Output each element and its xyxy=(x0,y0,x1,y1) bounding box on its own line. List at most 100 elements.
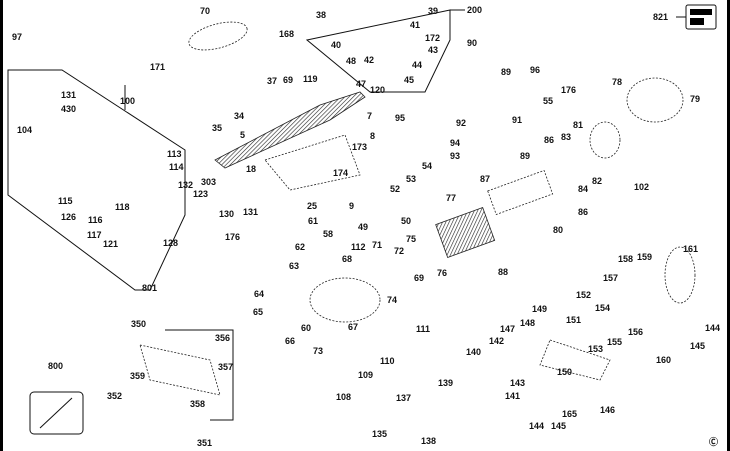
callout-801: 801 xyxy=(142,283,157,293)
callout-41: 41 xyxy=(410,20,420,30)
tool-inset-shape xyxy=(39,397,73,429)
part-handle xyxy=(188,21,248,51)
callout-8: 8 xyxy=(370,131,375,141)
callout-158: 158 xyxy=(618,254,633,264)
callout-74: 74 xyxy=(387,295,397,305)
callout-117: 117 xyxy=(87,230,102,240)
callout-7: 7 xyxy=(367,111,372,121)
callout-93: 93 xyxy=(450,151,460,161)
callout-63: 63 xyxy=(289,261,299,271)
callout-123: 123 xyxy=(193,189,208,199)
callout-39: 39 xyxy=(428,6,438,16)
callout-145: 145 xyxy=(690,341,705,351)
callout-116: 116 xyxy=(88,215,103,225)
callout-115: 115 xyxy=(58,196,73,206)
callout-131b: 131 xyxy=(243,207,258,217)
assembly-800-inset xyxy=(29,391,84,435)
callout-119: 119 xyxy=(303,74,318,84)
callout-40: 40 xyxy=(331,40,341,50)
callout-147: 147 xyxy=(500,324,515,334)
callout-176: 176 xyxy=(561,85,576,95)
callout-359: 359 xyxy=(130,371,145,381)
callout-138: 138 xyxy=(421,436,436,446)
callout-80: 80 xyxy=(553,225,563,235)
callout-76: 76 xyxy=(437,268,447,278)
callout-65: 65 xyxy=(253,307,263,317)
part-armature xyxy=(435,206,496,258)
callout-44: 44 xyxy=(412,60,422,70)
callout-156: 156 xyxy=(628,327,643,337)
callout-149: 149 xyxy=(532,304,547,314)
part-auxiliary-handle xyxy=(664,246,696,304)
callout-159: 159 xyxy=(637,252,652,262)
callout-84: 84 xyxy=(578,184,588,194)
callout-132: 132 xyxy=(178,180,193,190)
callout-176b: 176 xyxy=(225,232,240,242)
callout-112: 112 xyxy=(351,242,366,252)
callout-96: 96 xyxy=(530,65,540,75)
callout-130: 130 xyxy=(219,209,234,219)
callout-145b: 145 xyxy=(551,421,566,431)
sheet-id-label: 821 xyxy=(653,12,668,22)
callout-42: 42 xyxy=(364,55,374,65)
callout-60: 60 xyxy=(301,323,311,333)
callout-86b: 86 xyxy=(578,207,588,217)
callout-109: 109 xyxy=(358,370,373,380)
callout-61: 61 xyxy=(308,216,318,226)
callout-128: 128 xyxy=(163,238,178,248)
callout-45: 45 xyxy=(404,75,414,85)
callout-68: 68 xyxy=(342,254,352,264)
callout-113: 113 xyxy=(167,149,182,159)
callout-69: 69 xyxy=(283,75,293,85)
callout-171: 171 xyxy=(150,62,165,72)
callout-121: 121 xyxy=(103,239,118,249)
callout-53: 53 xyxy=(406,174,416,184)
callout-200: 200 xyxy=(467,5,482,15)
callout-150: 150 xyxy=(557,367,572,377)
callout-350: 350 xyxy=(131,319,146,329)
callout-89b: 89 xyxy=(520,151,530,161)
callout-135: 135 xyxy=(372,429,387,439)
callout-5: 5 xyxy=(240,130,245,140)
callout-303: 303 xyxy=(201,177,216,187)
callout-79: 79 xyxy=(690,94,700,104)
callout-52: 52 xyxy=(390,184,400,194)
callout-43: 43 xyxy=(428,45,438,55)
callout-161: 161 xyxy=(683,244,698,254)
callout-92: 92 xyxy=(456,118,466,128)
callout-100: 100 xyxy=(120,96,135,106)
callout-69b: 69 xyxy=(414,273,424,283)
callout-55: 55 xyxy=(543,96,553,106)
sheet-badge-icon xyxy=(685,4,717,30)
callout-120: 120 xyxy=(370,85,385,95)
callout-54: 54 xyxy=(422,161,432,171)
part-blade-clamp xyxy=(139,344,221,396)
part-base-plate xyxy=(214,91,366,169)
callout-352: 352 xyxy=(107,391,122,401)
callout-62: 62 xyxy=(295,242,305,252)
callout-18: 18 xyxy=(246,164,256,174)
callout-173: 173 xyxy=(352,142,367,152)
callout-165: 165 xyxy=(562,409,577,419)
callout-88: 88 xyxy=(498,267,508,277)
callout-155: 155 xyxy=(607,337,622,347)
callout-358: 358 xyxy=(190,399,205,409)
callout-82: 82 xyxy=(592,176,602,186)
callout-49: 49 xyxy=(358,222,368,232)
callout-356: 356 xyxy=(215,333,230,343)
callout-83: 83 xyxy=(561,132,571,142)
callout-38: 38 xyxy=(316,10,326,20)
part-shoe-assembly xyxy=(539,339,611,381)
part-motor-cap xyxy=(626,77,684,123)
callout-73: 73 xyxy=(313,346,323,356)
callout-66: 66 xyxy=(285,336,295,346)
callout-351: 351 xyxy=(197,438,212,448)
callout-25: 25 xyxy=(307,201,317,211)
callout-140: 140 xyxy=(466,347,481,357)
part-guard xyxy=(264,134,361,191)
callout-141: 141 xyxy=(505,391,520,401)
callout-430: 430 xyxy=(61,104,76,114)
callout-77: 77 xyxy=(446,193,456,203)
